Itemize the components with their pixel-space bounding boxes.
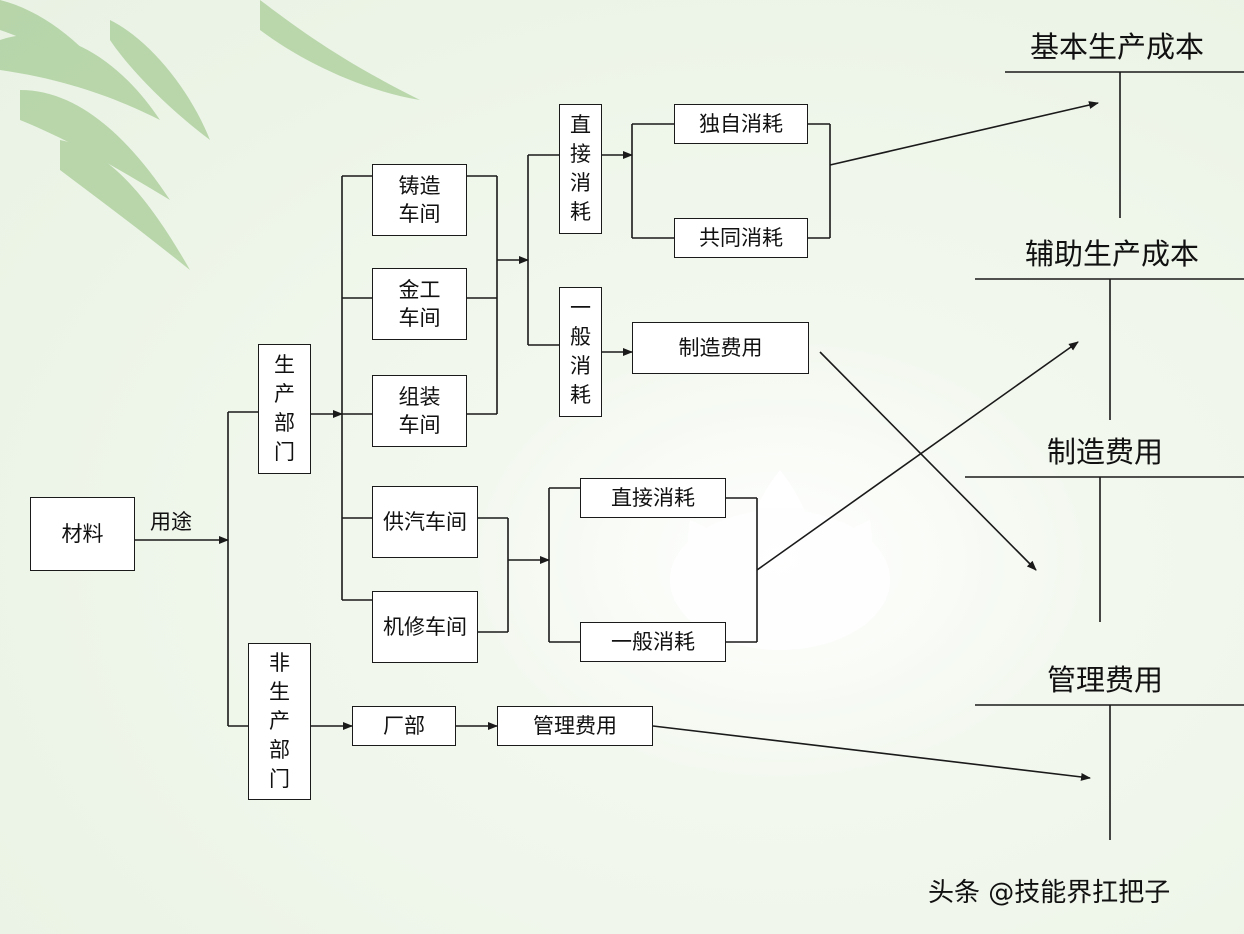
aux-direct-consumption-label: 直接消耗 [611, 486, 695, 510]
casting-workshop-label: 铸造车间 [398, 174, 441, 226]
direct-consumption-vertical-label: 直接消耗 [570, 113, 591, 224]
steam-workshop-box: 供汽车间 [372, 486, 478, 558]
non-production-dept-label: 非生产部门 [269, 651, 290, 791]
casting-workshop-box: 铸造车间 [372, 164, 467, 236]
material-label: 材料 [61, 522, 104, 546]
admin-expense-account: 管理费用 [1047, 663, 1164, 697]
repair-workshop-box: 机修车间 [372, 591, 478, 663]
lotus-flower-decoration [670, 470, 890, 650]
factory-dept-box: 厂部 [352, 706, 456, 746]
manufacturing-overhead-label: 制造费用 [678, 336, 763, 360]
willow-leaves-decoration [0, 0, 420, 270]
shared-consumption-box: 共同消耗 [674, 218, 808, 258]
admin-expense-label: 管理费用 [533, 714, 617, 738]
assembly-workshop-label: 组装车间 [398, 385, 441, 437]
direct-consumption-vertical-box: 直接消耗 [559, 104, 602, 234]
usage-label: 用途 [150, 510, 192, 534]
aux-general-consumption-box: 一般消耗 [580, 622, 726, 662]
aux-direct-consumption-box: 直接消耗 [580, 478, 726, 518]
manufacturing-overhead-box: 制造费用 [632, 322, 809, 374]
non-production-dept-box: 非生产部门 [248, 643, 311, 800]
watermark-text: 头条 @技能界扛把子 [928, 878, 1171, 908]
production-dept-label: 生产部门 [274, 353, 295, 464]
material-box: 材料 [30, 497, 135, 571]
shared-consumption-label: 共同消耗 [699, 226, 783, 250]
metalwork-workshop-label: 金工车间 [398, 278, 441, 330]
auxiliary-production-cost-account: 辅助生产成本 [1025, 237, 1200, 271]
general-consumption-vertical-label: 一般消耗 [570, 296, 591, 407]
production-dept-box: 生产部门 [258, 344, 311, 474]
sole-consumption-label: 独自消耗 [699, 112, 783, 136]
aux-general-consumption-label: 一般消耗 [611, 630, 695, 654]
sole-consumption-box: 独自消耗 [674, 104, 808, 144]
metalwork-workshop-box: 金工车间 [372, 268, 467, 340]
steam-workshop-label: 供汽车间 [383, 510, 467, 534]
manufacturing-overhead-account: 制造费用 [1047, 435, 1164, 469]
assembly-workshop-box: 组装车间 [372, 375, 467, 447]
basic-production-cost-account: 基本生产成本 [1030, 30, 1205, 64]
repair-workshop-label: 机修车间 [383, 615, 467, 639]
admin-expense-box: 管理费用 [497, 706, 653, 746]
general-consumption-vertical-box: 一般消耗 [559, 287, 602, 417]
factory-dept-label: 厂部 [383, 714, 425, 738]
